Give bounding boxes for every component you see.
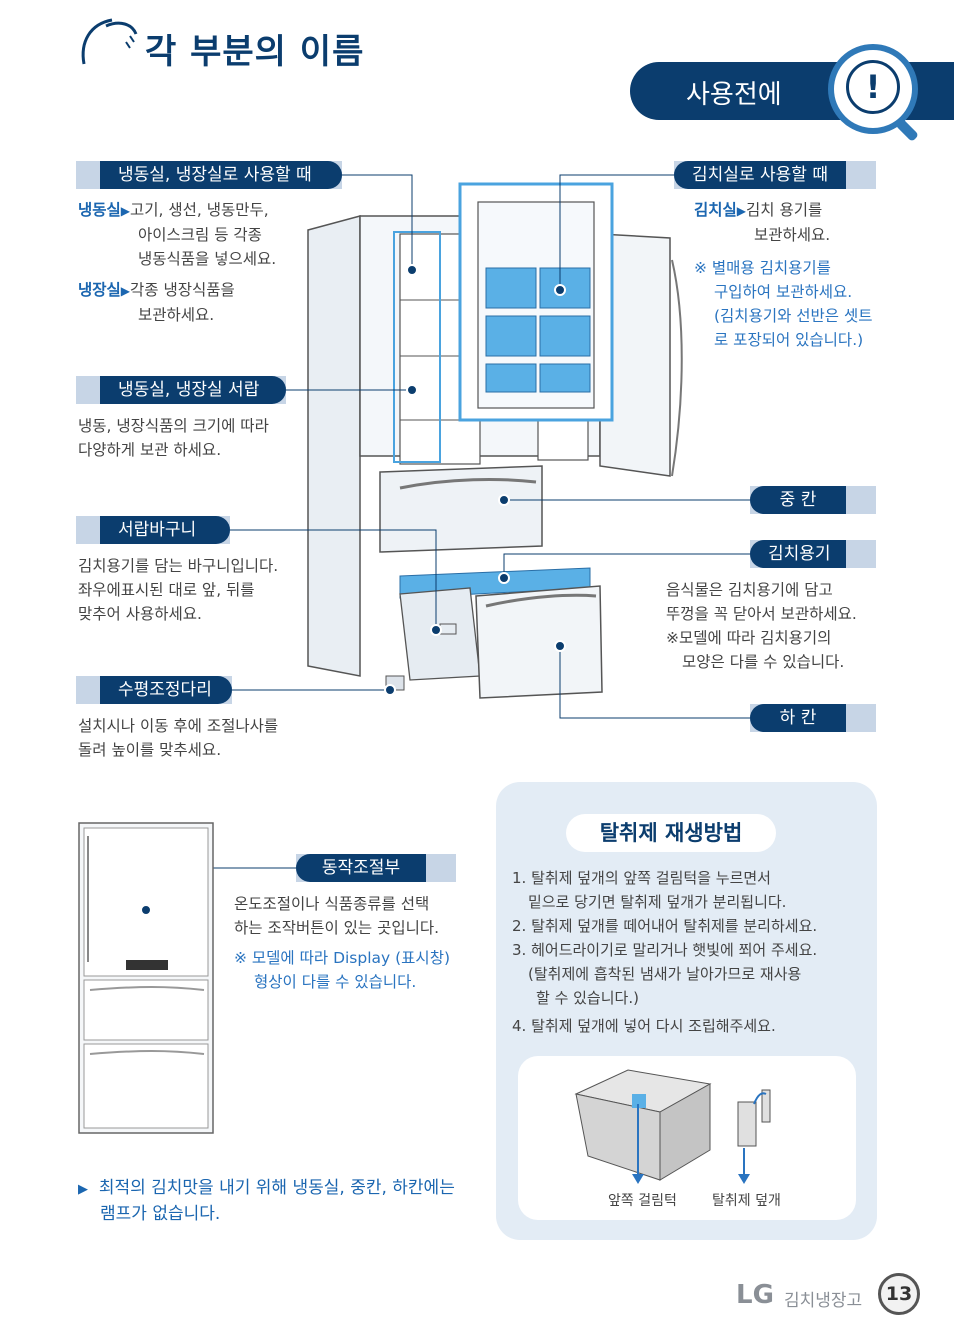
bottom-compartment-tab: 하 칸 (750, 704, 846, 732)
exclamation-icon: ! (846, 60, 900, 114)
lg-logo: LG (736, 1280, 774, 1310)
bottom-pointer-dot (554, 640, 566, 652)
basket-desc: 김치용기를 담는 바구니입니다. 좌우에표시된 대로 앞, 뒤를 맞추어 사용하… (78, 557, 279, 623)
kimchi-container-tab: 김치용기 (750, 540, 846, 568)
leveling-leg-desc: 설치시나 이동 후에 조절나사를 돌려 높이를 맞추세요. (78, 717, 279, 759)
kimchi-container-desc: 음식물은 김치용기에 담고 뚜껑을 꼭 닫아서 보관하세요. ※모델에 따라 김… (666, 581, 857, 671)
cover-caption: 탈취제 덮개 (712, 1193, 781, 1209)
middle-pointer-dot (498, 494, 510, 506)
control-pointer-dot (140, 904, 152, 916)
section-label: 사용전에 (686, 80, 782, 110)
step-item: 4. 탈취제 덮개에 넣어 다시 조립해주세요. (512, 1017, 776, 1035)
freezer-pointer-dot (406, 264, 418, 276)
step-item: 1. 탈취제 덮개의 앞쪽 걸림턱을 누르면서 (512, 869, 771, 887)
leveling-leg-tab: 수평조정다리 (100, 676, 232, 704)
container-pointer-dot (498, 572, 510, 584)
refrigerator-illustration (307, 182, 683, 699)
front-latch-caption: 앞쪽 걸림턱 (608, 1193, 677, 1209)
freezer-desc: 냉동실▶고기, 생선, 냉동만두, 아이스크림 등 각종 냉동식품을 넣으세요. (78, 201, 277, 268)
step-item: 2. 탈취제 덮개를 떼어내어 탈취제를 분리하세요. (512, 917, 818, 935)
step-item: 3. 헤어드라이기로 말리거나 햇빛에 쬐어 주세요. (512, 941, 818, 959)
control-panel-desc: 온도조절이나 식품종류를 선택 하는 조작버튼이 있는 곳입니다. (234, 895, 440, 937)
drawer-tab: 냉동실, 냉장실 서랍 (100, 376, 286, 404)
kimchi-room-tab: 김치실로 사용할 때 (674, 161, 846, 189)
page-title: 각 부분의 이름 (145, 32, 365, 72)
kimchi-pointer-dot (554, 284, 566, 296)
page-number: 13 (878, 1273, 920, 1315)
drawer-pointer-dot (406, 384, 418, 396)
leg-pointer-dot (384, 684, 396, 696)
kimchi-room-note: ※ 별매용 김치용기를 구입하여 보관하세요. (김치용기와 선반은 셋트 로 … (694, 259, 873, 349)
title-swirl-icon (81, 18, 138, 65)
kimchi-room-desc: 김치실▶김치 용기를 보관하세요. (694, 201, 831, 244)
basket-tab: 서랍바구니 (100, 516, 230, 544)
deodorizer-steps: 1. 탈취제 덮개의 앞쪽 걸림턱을 누르면서 밑으로 당기면 탈취제 덮개가 … (512, 866, 817, 1038)
fridge-front-illustration (78, 822, 214, 1134)
product-name: 김치냉장고 (784, 1291, 863, 1311)
middle-compartment-tab: 중 칸 (750, 486, 846, 514)
control-panel-tab: 동작조절부 (296, 854, 426, 882)
drawer-desc: 냉동, 냉장식품의 크기에 따라 다양하게 보관 하세요. (78, 417, 269, 459)
control-panel-note: ※ 모델에 따라 Display (표시창) 형상이 다를 수 있습니다. (234, 949, 451, 991)
fridge-desc: 냉장실▶각종 냉장식품을 보관하세요. (78, 281, 235, 324)
deodorizer-diagram (574, 1069, 771, 1184)
lamp-note: ▶ 최적의 김치맛을 내기 위해 냉동실, 중칸, 하칸에는 램프가 없습니다. (78, 1178, 455, 1224)
deodorizer-title: 탈취제 재생방법 (566, 814, 776, 852)
basket-pointer-dot (430, 624, 442, 636)
freezer-fridge-tab: 냉동실, 냉장실로 사용할 때 (100, 161, 342, 189)
